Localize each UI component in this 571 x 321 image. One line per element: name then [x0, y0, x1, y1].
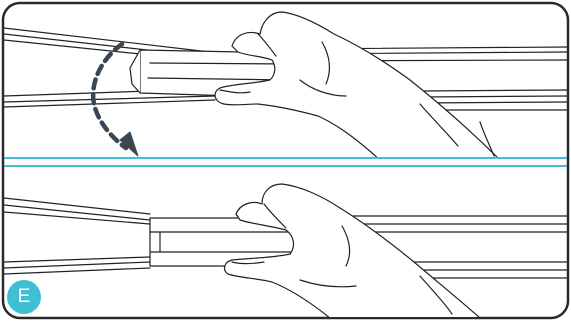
step-label: E: [7, 284, 41, 310]
